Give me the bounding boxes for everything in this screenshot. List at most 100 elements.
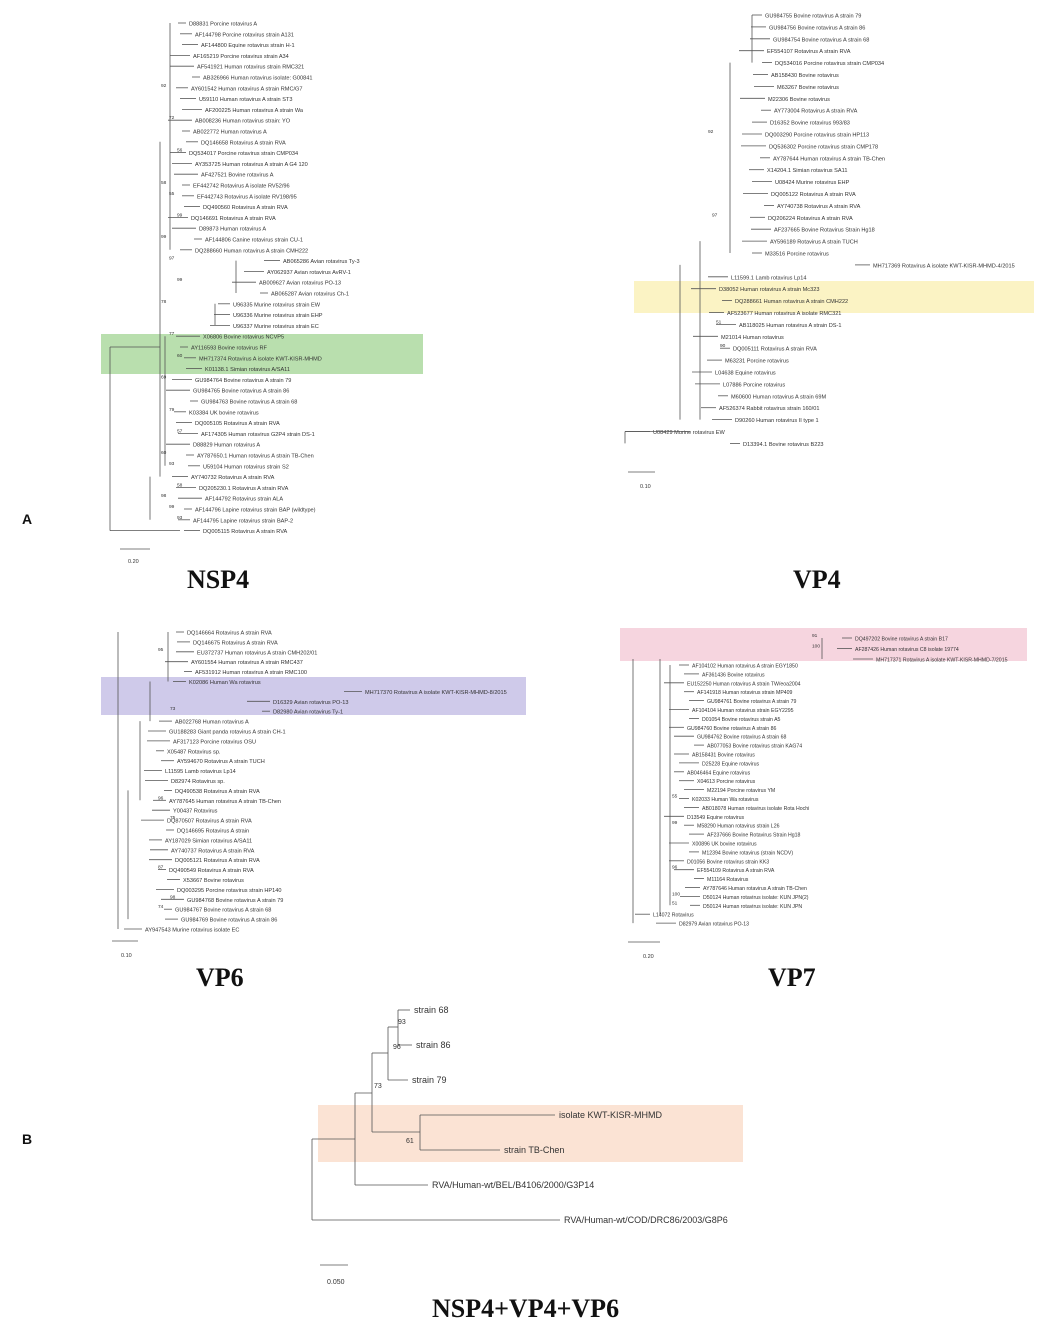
combined-taxon-label: RVA/Human-wt/BEL/B4106/2000/G3P14 [432,1180,594,1190]
vp6-bootstrap-value: 95 [158,647,164,653]
vp7-taxon-label: AB077053 Bovine rotavirus strain KAG74 [707,744,802,750]
combined-taxon-label: strain TB-Chen [504,1145,564,1155]
vp6-taxon-label: D82974 Rotavirus sp. [171,779,225,785]
nsp4-taxon-label: AF144800 Equine rotavirus strain H-1 [201,43,295,49]
nsp4-bootstrap-value: 78 [161,299,167,305]
vp7-taxon-label: D50124 Human rotavirus isolate: KUN JPN [703,904,802,910]
vp7-taxon-label: GU984762 Bovine rotavirus A strain 68 [697,735,787,741]
vp6-taxon-label: K02086 Human Wa rotavirus [189,680,261,686]
nsp4-taxon-label: MH717374 Rotavirus A isolate KWT-KISR-MH… [199,356,322,362]
nsp4-taxon-label: AY787650.1 Human rotavirus A strain TB-C… [197,454,314,460]
vp4-taxon-label: D90260 Human rotavirus II type 1 [735,418,819,424]
nsp4-bootstrap-value: 99 [161,234,167,240]
vp7-bootstrap-value: 100 [812,644,820,650]
vp4-highlight-box [634,281,1034,313]
nsp4-bootstrap-value: 97 [169,256,175,262]
nsp4-taxon-label: AF144798 Porcine rotavirus strain A131 [195,32,294,38]
vp6-taxon-label: MH717370 Rotavirus A isolate KWT-KISR-MH… [365,690,507,696]
vp7-taxon-label: AB018078 Human rotavirus isolate Rota Ho… [702,806,809,812]
nsp4-taxon-label: U59110 Human rotavirus A strain ST3 [199,97,292,103]
vp7-bootstrap-value: 99 [672,820,678,826]
vp7-taxon-label: AF141918 Human rotavirus strain MP409 [697,690,793,696]
vp7-taxon-label: D25228 Equine rotavirus [702,761,760,767]
title-vp4: VP4 [793,565,841,594]
vp7-taxon-label: M11164 Rotavirus [707,877,749,883]
nsp4-bootstrap-value: 92 [161,83,167,89]
vp4-taxon-label: GU984755 Bovine rotavirus A strain 79 [765,14,861,20]
vp6-taxon-label: X05487 Rotavirus sp. [167,749,221,755]
nsp4-taxon-label: D89873 Human rotavirus A [199,227,266,233]
vp4-bootstrap-value: 97 [712,212,718,218]
vp6-taxon-label: AF531912 Human rotavirus A strain RMC100 [195,670,307,676]
vp4-taxon-label: AY596189 Rotavirus A strain TUCH [770,240,858,246]
vp6-taxon-label: GU984768 Bovine rotavirus A strain 79 [187,898,283,904]
vp4-taxon-label: AY740738 Rotavirus A strain RVA [777,204,861,210]
nsp4-taxon-label: K01138.1 Simian rotavirus A/SA11 [205,367,290,373]
vp4-taxon-label: DQ536302 Porcine rotavirus strain CMP178 [769,144,878,150]
vp4-taxon-label: MH717369 Rotavirus A isolate KWT-KISR-MH… [873,263,1015,269]
nsp4-taxon-label: DQ534017 Porcine rotavirus strain CMP034 [189,151,298,157]
vp6-taxon-label: DQ003295 Porcine rotavirus strain HP140 [177,888,281,894]
nsp4-taxon-label: AY601542 Human rotavirus A strain RMC/G7 [191,86,303,92]
nsp4-taxon-label: AB065286 Avian rotavirus Ty-3 [283,259,360,265]
nsp4-taxon-label: AY116593 Bovine rotavirus RF [191,346,268,352]
vp7-taxon-label: K02033 Human Wa rotavirus [692,797,759,803]
vp4-taxon-label: M60600 Human rotavirus A strain 69M [731,394,826,400]
nsp4-taxon-label: AY062937 Avian rotavirus AvRV-1 [267,270,351,276]
vp7-scale-label: 0.20 [643,954,654,960]
combined-taxon-label: isolate KWT-KISR-MHMD [559,1110,663,1120]
nsp4-bootstrap-value: 98 [161,493,167,499]
title-vp6: VP6 [196,963,244,992]
nsp4-taxon-label: AF165219 Porcine rotavirus strain A34 [193,54,289,60]
nsp4-scale-label: 0.20 [128,559,139,565]
combined-taxon-label: strain 79 [412,1075,447,1085]
vp7-taxon-label: D50124 Human rotavirus isolate: KUN JPN(… [703,895,809,901]
nsp4-bootstrap-value: 58 [161,180,167,186]
vp6-bootstrap-value: 96 [158,795,164,801]
vp4-taxon-label: U08424 Murine rotavirus EHP [775,180,850,186]
nsp4-bootstrap-value: 60 [161,450,167,456]
combined-bootstrap-value: 61 [406,1138,414,1145]
vp7-bootstrap-value: 100 [672,891,680,897]
vp7-taxon-label: D13549 Equine rotavirus [687,815,745,821]
nsp4-taxon-label: DQ005105 Rotavirus A strain RVA [195,421,280,427]
panel-label-a: A [22,511,33,527]
vp7-taxon-label: AF237666 Bovine Rotavirus Strain Hg18 [707,833,801,839]
vp6-taxon-label: DQ146664 Rotavirus A strain RVA [187,631,272,637]
nsp4-taxon-label: AB022772 Human rotavirus A [193,130,267,136]
vp4-scale-label: 0.10 [640,484,651,490]
vp7-bootstrap-value: 91 [812,633,818,639]
vp6-taxon-label: X53667 Bovine rotavirus [183,878,244,884]
vp4-taxon-label: D38052 Human rotavirus A strain Mc323 [719,287,819,293]
nsp4-taxon-label: AB065287 Avian rotavirus Ch-1 [271,292,349,298]
title-vp7: VP7 [768,963,816,992]
vp6-taxon-label: GU984767 Bovine rotavirus A strain 68 [175,908,271,914]
nsp4-taxon-label: D88831 Porcine rotavirus A [189,22,257,28]
vp7-bootstrap-value: 96 [672,865,678,871]
vp4-taxon-label: AB118025 Human rotavirus A strain DS-1 [739,323,842,329]
nsp4-bootstrap-value: 60 [177,353,183,359]
vp7-highlight-box [620,628,1027,661]
combined-scale-label: 0.050 [327,1279,345,1286]
nsp4-taxon-label: EF442742 Rotavirus A isolate RV52/96 [193,184,290,190]
vp6-taxon-label: GU984769 Bovine rotavirus A strain 86 [181,918,277,924]
vp7-taxon-label: AF287426 Human rotavirus C8 isolate 1977… [855,647,959,653]
vp6-highlight-box [101,677,526,715]
vp6-scale-label: 0.10 [121,953,132,959]
nsp4-taxon-label: AY353725 Human rotavirus A strain A G4 1… [195,162,308,168]
nsp4-taxon-label: GU984763 Bovine rotavirus A strain 68 [201,400,297,406]
vp4-taxon-label: DQ005111 Rotavirus A strain RVA [733,347,817,353]
nsp4-bootstrap-value: 77 [169,331,175,337]
nsp4-taxon-label: AF144796 Lapine rotavirus strain BAP (wi… [195,508,316,514]
vp4-taxon-label: M22306 Bovine rotavirus [768,97,830,103]
nsp4-bootstrap-value: 72 [169,115,175,121]
vp7-taxon-label: EF554109 Rotavirus A strain RVA [697,868,775,874]
vp4-taxon-label: D16352 Bovine rotavirus 993/83 [770,121,850,127]
vp6-taxon-label: AY947543 Murine rotavirus isolate EC [145,928,239,934]
nsp4-taxon-label: AB326966 Human rotavirus isolate: G00841 [203,76,312,82]
vp4-bootstrap-value: 90 [720,343,726,349]
nsp4-taxon-label: AF144806 Canine rotavirus strain CU-1 [205,238,303,244]
vp6-taxon-label: DQ005121 Rotavirus A strain RVA [175,858,260,864]
nsp4-taxon-label: X06806 Bovine rotavirus NCVP5 [203,335,284,341]
vp7-taxon-label: AF104102 Human rotavirus A strain EGY185… [692,664,798,670]
